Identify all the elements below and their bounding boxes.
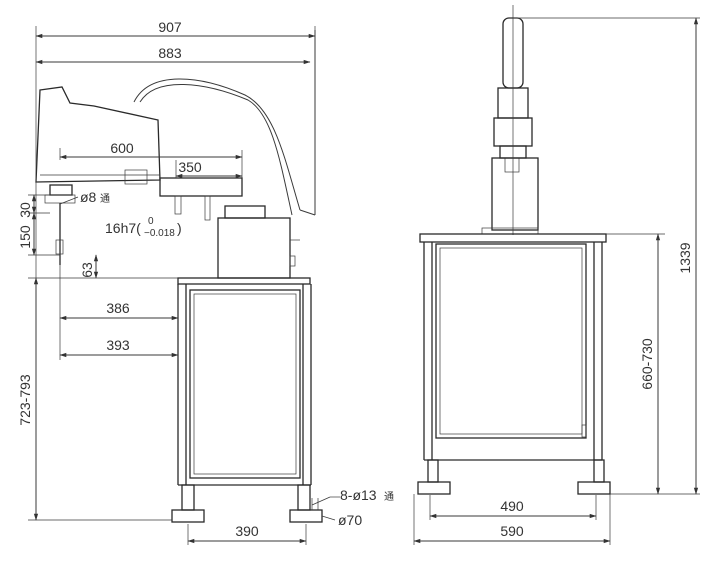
dim-63: 63 (79, 262, 95, 278)
dim-883: 883 (158, 45, 182, 61)
dim-150: 150 (17, 225, 33, 249)
table-top (177, 277, 311, 285)
cabinet-door (189, 289, 301, 479)
dim-dia8-sub: 通 (100, 193, 110, 205)
side-view: 907 883 600 350 30 150 ø8 通 16h7( 0 −0.0… (17, 19, 394, 545)
dim-490: 490 (500, 498, 524, 514)
dim-8-dia13: 8-ø13 (340, 487, 377, 503)
robot-column-base (491, 157, 539, 231)
tolerance-lower: −0.018 (144, 228, 175, 239)
dim-386: 386 (106, 300, 130, 316)
dim-907: 907 (158, 19, 182, 35)
foot-left (171, 509, 205, 523)
dim-30: 30 (17, 202, 33, 218)
dim-590: 590 (500, 523, 524, 539)
dim-723-793: 723-793 (17, 374, 33, 426)
front-view: 1339 660-730 490 590 (413, 5, 700, 545)
dim-8-dia13-sub: 通 (384, 491, 394, 503)
second-arm (159, 177, 243, 197)
front-foot-right (577, 481, 611, 495)
tolerance-close: ) (177, 220, 182, 236)
robot-arm-body (35, 86, 161, 183)
tolerance-label: 16h7( (105, 220, 141, 236)
cable (133, 78, 301, 211)
front-foot-left (417, 481, 451, 495)
dim-350: 350 (178, 159, 202, 175)
foot-right (289, 509, 323, 523)
front-cabinet-door (435, 243, 587, 439)
dim-393: 393 (106, 337, 130, 353)
dim-390: 390 (235, 523, 259, 539)
front-table-top (419, 233, 607, 243)
robot-base (217, 217, 291, 279)
dim-1339: 1339 (677, 242, 693, 273)
tolerance-upper: 0 (148, 216, 154, 227)
dim-660-730: 660-730 (639, 338, 655, 390)
dim-600: 600 (110, 140, 134, 156)
end-effector (49, 184, 73, 196)
dim-dia8: ø8 (80, 189, 97, 205)
dim-dia70: ø70 (338, 512, 362, 528)
